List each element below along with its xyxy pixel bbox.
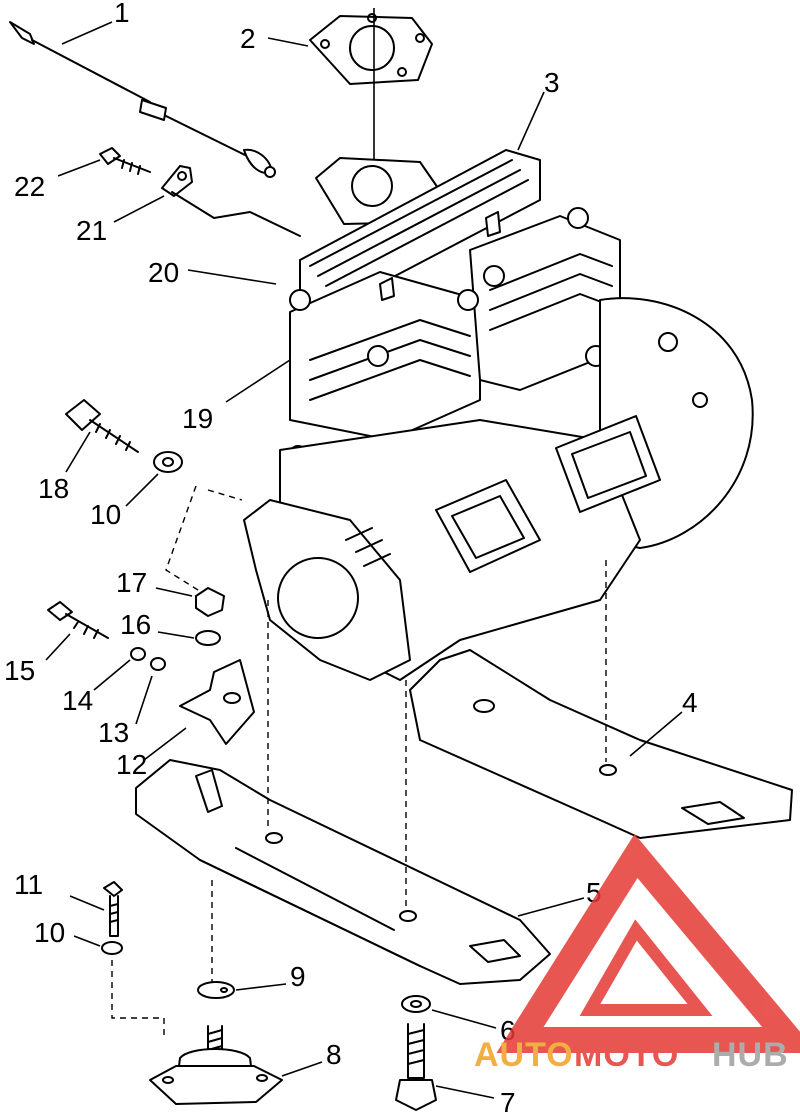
- callout-7: 7: [500, 1087, 516, 1117]
- engine-plate-part-4: [409, 649, 793, 839]
- callout-16: 16: [120, 609, 151, 640]
- callout-22: 22: [14, 171, 45, 202]
- callout-19: 19: [182, 403, 213, 434]
- callout-labels: 1 2 3 4 5 6 7 8 9 10 11 12 13 14 15 16 1…: [4, 0, 698, 1117]
- watermark-logo: AUTO MOTO HUB: [474, 833, 800, 1074]
- washer-part-14: [130, 647, 146, 661]
- watermark-text-auto: AUTO: [474, 1036, 574, 1074]
- callout-21: 21: [76, 215, 107, 246]
- nut-part-17: [195, 587, 225, 617]
- callout-9: 9: [290, 961, 306, 992]
- bolt-part-18: [65, 399, 139, 453]
- callout-17: 17: [116, 567, 147, 598]
- gasket-part-2: [309, 13, 433, 85]
- callout-11: 11: [14, 869, 43, 900]
- callout-18: 18: [38, 473, 69, 504]
- bolt-part-22: [99, 147, 151, 175]
- bracket-part-12: [179, 659, 255, 745]
- callout-4: 4: [682, 687, 698, 718]
- washer-part-10-lower: [101, 941, 123, 955]
- callout-12: 12: [116, 749, 147, 780]
- callout-10-lower: 10: [34, 917, 65, 948]
- ground-strap-part-21: [161, 165, 301, 237]
- washer-part-10-upper: [153, 451, 183, 473]
- callout-8: 8: [326, 1039, 342, 1070]
- watermark-text-moto: MOTO: [574, 1036, 679, 1074]
- watermark-triangle-inner: [579, 919, 713, 1016]
- cable-part-1: [9, 21, 276, 178]
- watermark-text-hub: HUB: [712, 1036, 789, 1074]
- bolt-part-15: [47, 601, 109, 639]
- bolt-part-11: [103, 881, 123, 937]
- rubber-mount-part-8: [149, 1025, 283, 1105]
- callout-14: 14: [62, 685, 93, 716]
- callout-13: 13: [98, 717, 129, 748]
- washer-part-13: [150, 657, 166, 671]
- shim-part-9: [197, 981, 235, 999]
- washer-part-6: [401, 995, 431, 1013]
- callout-15: 15: [4, 655, 35, 686]
- watermark-triangle-outer: [496, 833, 800, 1053]
- callout-1: 1: [114, 0, 130, 28]
- engine-assembly-part-20: [243, 149, 754, 681]
- washer-part-16: [195, 630, 221, 646]
- callout-20: 20: [148, 257, 179, 288]
- callout-10-upper: 10: [90, 499, 121, 530]
- callout-2: 2: [240, 23, 256, 54]
- callout-3: 3: [544, 67, 560, 98]
- leader-lines: [45, 8, 683, 1099]
- bolt-part-7: [395, 1023, 437, 1111]
- engine-plate-part-5: [135, 759, 551, 985]
